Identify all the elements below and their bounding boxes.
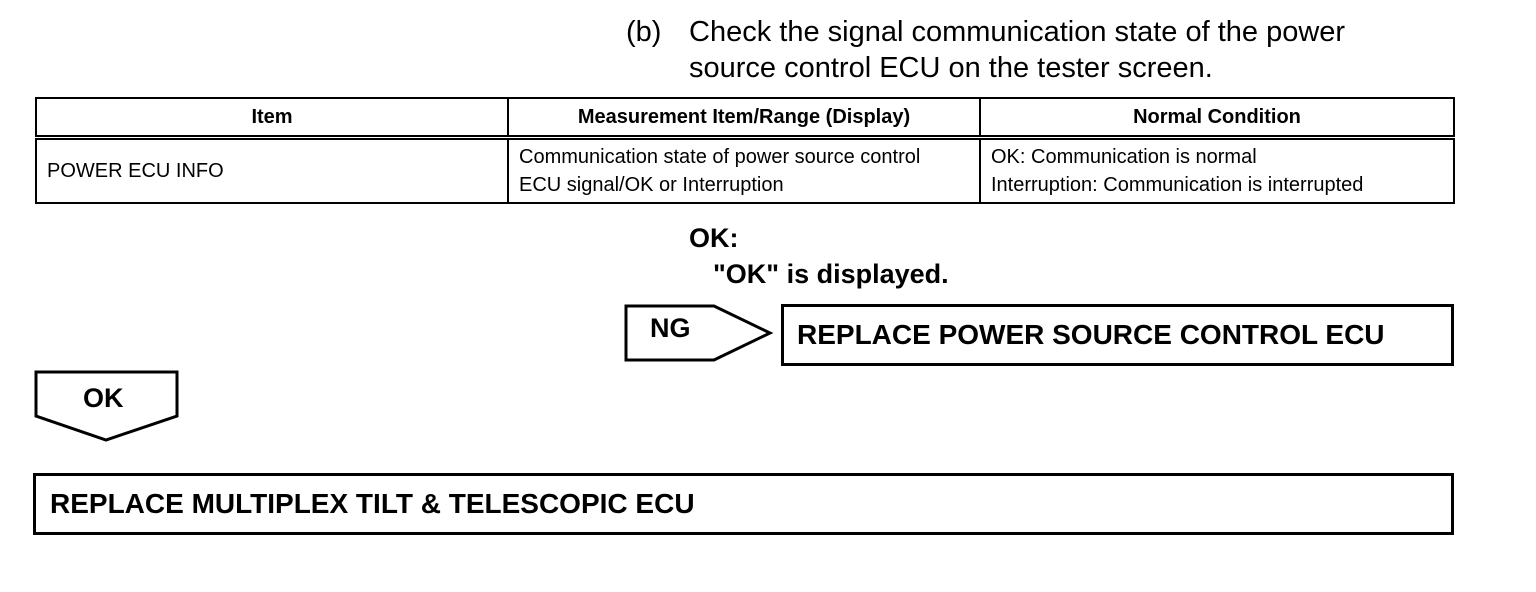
cell-normal-condition: OK: Communication is normal Interruption… [979,136,1455,204]
ng-action-box: REPLACE POWER SOURCE CONTROL ECU [781,304,1454,366]
step-instruction-line1: Check the signal communication state of … [689,16,1346,48]
step-label: (b) [626,16,662,48]
ok-action-box: REPLACE MULTIPLEX TILT & TELESCOPIC ECU [33,473,1454,535]
ok-label: OK [83,383,124,413]
cell-item: POWER ECU INFO [35,136,509,204]
ng-label: NG [650,313,691,343]
cell-measurement-line2: ECU signal/OK or Interruption [519,174,784,196]
step-instruction-line2: source control ECU on the tester screen. [689,52,1213,84]
header-measurement: Measurement Item/Range (Display) [507,97,981,140]
ok-result: OK: "OK" is displayed. [689,220,949,292]
header-normal-condition: Normal Condition [979,97,1455,140]
inspection-table: Item Measurement Item/Range (Display) No… [35,97,1455,204]
table-row: POWER ECU INFO Communication state of po… [35,136,1455,204]
ng-arrow-icon [624,304,774,362]
header-item: Item [35,97,509,140]
step-instruction: Check the signal communication state of … [689,14,1469,86]
cell-normal-line2: Interruption: Communication is interrupt… [991,174,1364,196]
ok-result-label: OK: [689,223,739,253]
cell-measurement: Communication state of power source cont… [507,136,981,204]
ok-arrow-icon [34,370,179,442]
ok-result-text: "OK" is displayed. [713,259,949,289]
cell-measurement-line1: Communication state of power source cont… [519,146,921,168]
table-header-row: Item Measurement Item/Range (Display) No… [35,97,1455,140]
cell-normal-line1: OK: Communication is normal [991,146,1257,168]
